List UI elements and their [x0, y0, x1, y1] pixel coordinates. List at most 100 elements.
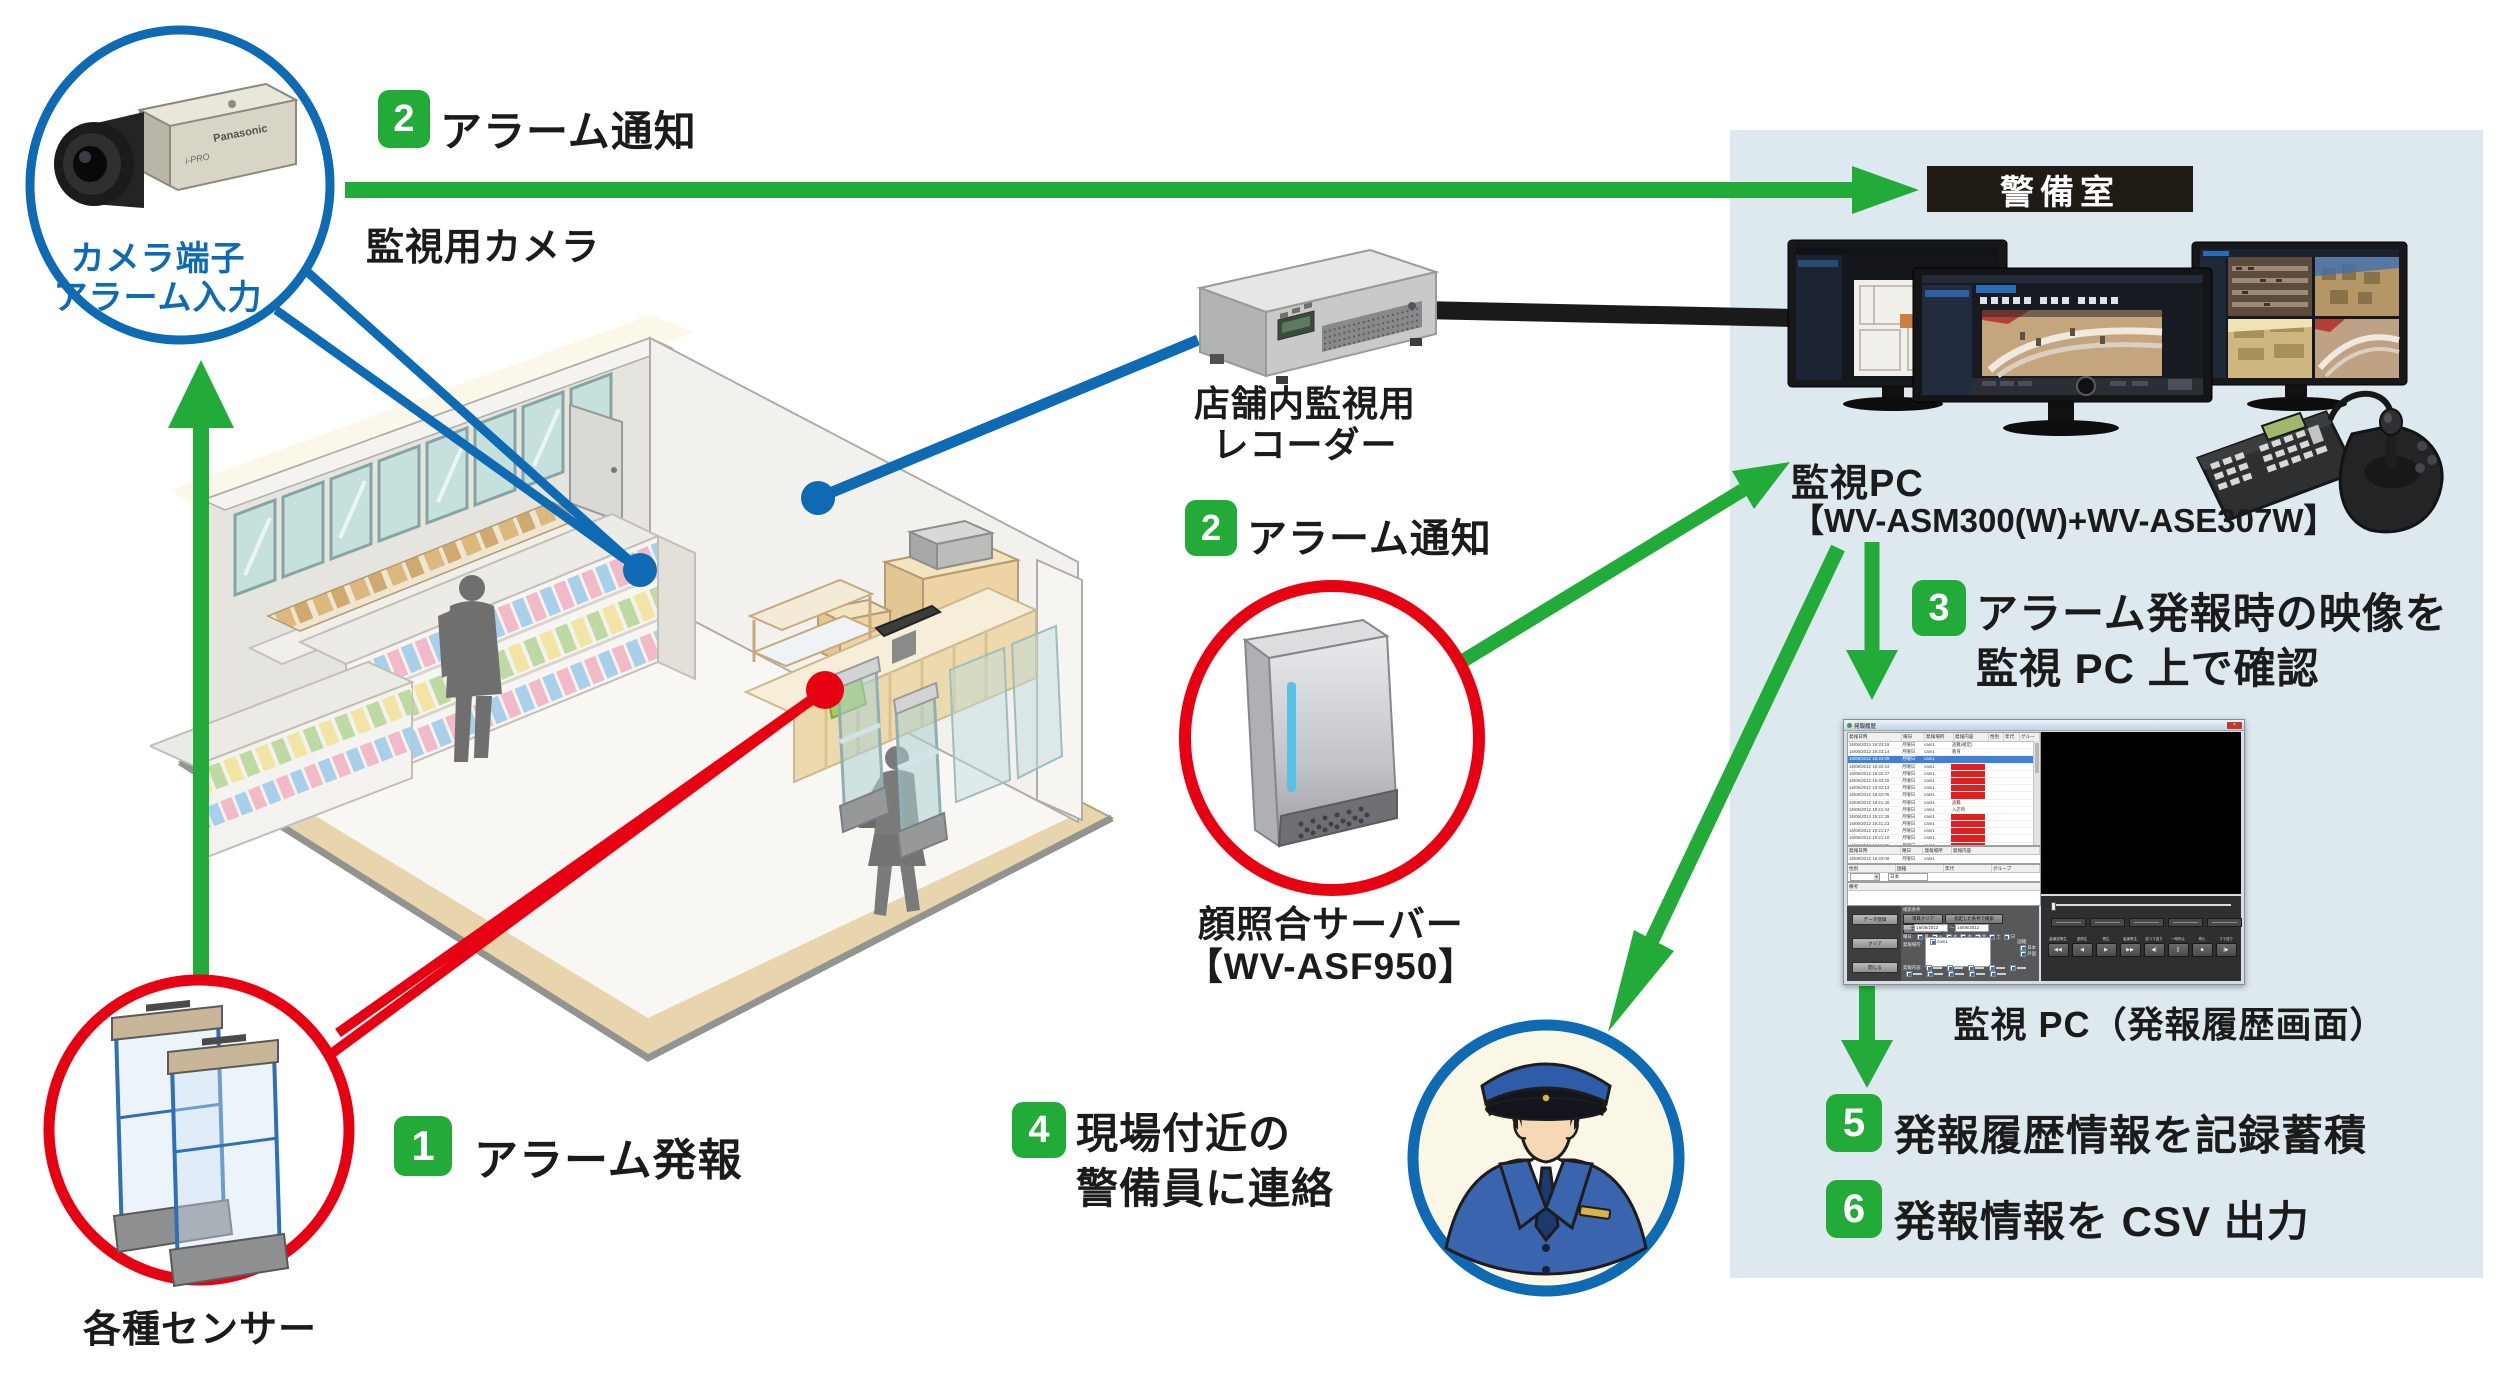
hw-search-button[interactable]: 項目クリア: [1903, 914, 1943, 924]
step6-badge: 6: [1826, 1180, 1882, 1238]
hw-content-checkbox[interactable]: [1990, 971, 1996, 978]
hw-nationality-value[interactable]: 日本: [1888, 873, 1928, 881]
hw-playback-6[interactable]: 停止■: [2191, 936, 2213, 957]
hw-content-checkbox[interactable]: [1947, 965, 1954, 971]
hw-cell: 月曜日: [1902, 785, 1916, 791]
hw-video-area: [2041, 732, 2241, 894]
keyboard-lcd: [2260, 411, 2308, 442]
hw-button-0[interactable]: データ登録: [1852, 914, 1898, 925]
step6-label: 発報情報を CSV 出力: [1894, 1198, 2310, 1245]
hw-cell: 16/06/2012 19:32:13: [1849, 785, 1890, 791]
hw-content-checkbox[interactable]: [1927, 971, 1933, 978]
hw-content-checkbox[interactable]: [1948, 971, 1954, 978]
server-led: [1287, 682, 1296, 792]
hw-cell: 月曜日: [1902, 792, 1916, 798]
hw-content-checkbox[interactable]: [2010, 965, 2017, 971]
hw-playback-2[interactable]: 再生▶: [2095, 936, 2117, 957]
hw-place-listbox[interactable]: cam1: [1925, 937, 1991, 967]
guard-callout: [1407, 1019, 1685, 1297]
plexi-screen: [948, 646, 1012, 804]
hw-gender-combo[interactable]: ▾: [1850, 873, 1880, 881]
hw-day-checkbox[interactable]: [2003, 934, 2010, 940]
jog-dial: [2076, 376, 2096, 396]
hw-flat-button[interactable]: [2090, 918, 2125, 927]
hw-col-header[interactable]: グループ: [2020, 733, 2040, 741]
hw-cell: [1951, 777, 1985, 785]
hw-playback-7[interactable]: コマ送り|▶: [2215, 936, 2237, 957]
hw-date-from[interactable]: 16/06/2012: [1914, 924, 1949, 932]
hw-playback-0[interactable]: 高速逆再生◀◀: [2047, 936, 2069, 957]
hw-flat-button[interactable]: [2129, 918, 2164, 927]
hw-nat-checkbox[interactable]: [2020, 945, 2027, 951]
hw-scrollbar[interactable]: [2033, 741, 2040, 845]
hw-content-checkbox[interactable]: [1969, 971, 1975, 978]
hw-col-header[interactable]: 年代: [2004, 733, 2020, 741]
hw-date-to[interactable]: 16/06/2012: [1955, 924, 1990, 932]
plexi-screen2: [1010, 624, 1064, 780]
hw-button-2[interactable]: 閉じる: [1852, 962, 1898, 973]
hw-cell: [1951, 835, 1985, 842]
hw-playback-5[interactable]: 一時停止||: [2167, 936, 2189, 957]
hw-nat-checkbox[interactable]: [2020, 951, 2027, 958]
hw-cell: 16/06/2012 19:33:19: [1849, 742, 1890, 747]
hw-cell: 盗難(確定): [1952, 742, 1973, 747]
monitor-pc-label: 監視PC: [1791, 463, 1924, 505]
hw-day-checkbox[interactable]: [1917, 934, 1924, 940]
hw-flat-button[interactable]: [2168, 918, 2203, 927]
hw-content-checkbox[interactable]: [1906, 971, 1912, 978]
hw-flat-button[interactable]: [2051, 918, 2086, 927]
hw-cell: [1999, 828, 2014, 834]
hw-alarm-table[interactable]: 発報日時曜日発報場所発報内容性別年代グループ 16/06/2012 19:33:…: [1847, 732, 2041, 846]
hw-col-header[interactable]: 曜日: [1902, 733, 1925, 741]
history-pc-caption: 監視 PC（発報履歴画面）: [1953, 1004, 2387, 1045]
hw-playback-1[interactable]: 逆再生◀: [2071, 936, 2093, 957]
hw-content-checkbox[interactable]: [1989, 965, 1996, 971]
sensors-label: 各種センサー: [82, 1309, 317, 1351]
hw-seek-slider[interactable]: [2051, 901, 2231, 911]
hw-button-1[interactable]: クリア: [1852, 938, 1898, 949]
hw-content-checkbox[interactable]: [1968, 965, 1975, 971]
hw-cell: 16/06/2012 19:21:23: [1849, 821, 1890, 827]
hw-playback-3[interactable]: 高速再生▶▶: [2119, 936, 2141, 957]
hw-table-header: 発報日時曜日発報場所発報内容性別年代グループ: [1848, 733, 2040, 742]
hw-cell: 盗難: [1952, 799, 1961, 805]
hw-col-header[interactable]: 発報日時: [1848, 733, 1902, 741]
hw-col-header[interactable]: 性別: [1989, 733, 2004, 741]
hw-search-button[interactable]: 指定した条件で検索: [1945, 914, 2003, 924]
hw-playback-4[interactable]: 逆コマ送り◀|: [2143, 936, 2165, 957]
monitor-cluster: [1787, 239, 2444, 534]
hw-period-label: 期間:: [1903, 925, 1914, 930]
alarm-history-window: 発報履歴 × 発報日時曜日発報場所発報内容性別年代グループ 16/06/2012…: [1843, 719, 2245, 985]
gate-sensors: [111, 1000, 290, 1288]
hw-content-checkbox[interactable]: [1926, 965, 1933, 971]
step2-label-top: アラーム通知: [440, 108, 697, 155]
hw-col-header[interactable]: 発報内容: [1954, 733, 1989, 741]
step3-label: アラーム発報時の映像を 監視 PC 上で確認: [1976, 590, 2448, 692]
recorder-lock: [1408, 302, 1416, 310]
camera-callout: Panasonic i-PRO: [25, 25, 335, 345]
hw-close-button[interactable]: ×: [2227, 721, 2242, 729]
hw-cell: [1951, 842, 1985, 845]
hw-flat-button[interactable]: [2207, 918, 2242, 927]
hw-cell: [1951, 763, 1985, 770]
hw-cell: 月曜日: [1902, 835, 1916, 841]
hw-col-header[interactable]: 発報場所: [1925, 733, 1954, 741]
